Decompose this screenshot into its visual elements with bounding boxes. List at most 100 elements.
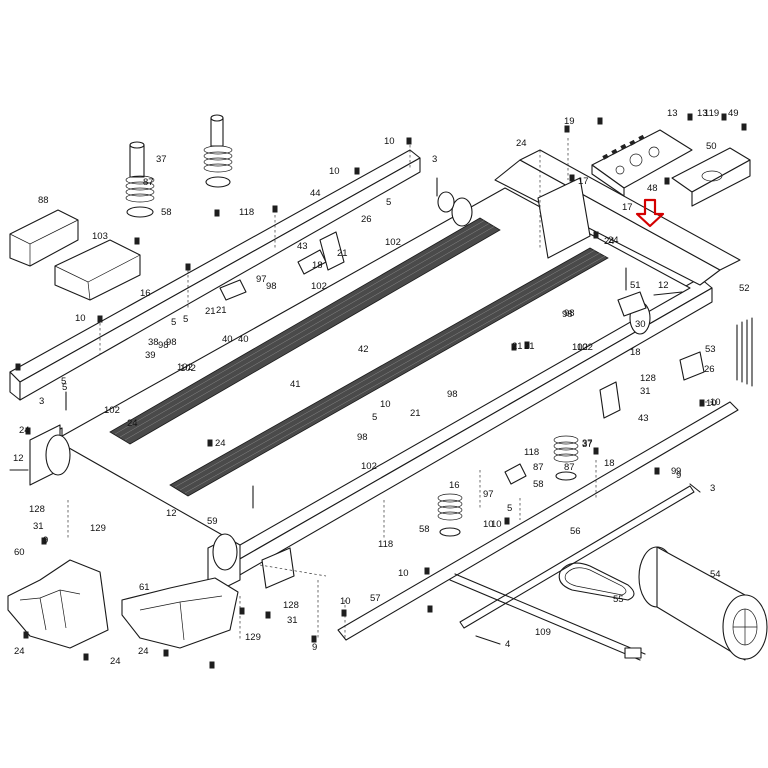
- part-label: 118: [524, 447, 539, 458]
- part-label: 55: [613, 594, 624, 605]
- part-label: 97: [483, 489, 494, 500]
- part-label: 10: [398, 568, 409, 579]
- part-label: 49: [728, 108, 739, 119]
- part-label: 58: [161, 207, 172, 218]
- spring-assembly-center: [437, 493, 463, 537]
- part-label: 118: [239, 207, 254, 218]
- part-label: 128: [283, 600, 299, 611]
- part-label: 54: [710, 569, 721, 580]
- part-label: 37: [156, 154, 167, 165]
- part-label: 102: [311, 281, 327, 292]
- part-label: 87: [533, 462, 544, 473]
- part-label: 102: [180, 363, 196, 374]
- part-label: 24: [127, 418, 138, 429]
- part-label: 102: [572, 342, 588, 353]
- part-label: 38: [148, 337, 159, 348]
- part-label: 26: [361, 214, 372, 225]
- part-label: 51: [630, 280, 641, 291]
- part-label: 40: [222, 334, 233, 345]
- part-label: 12: [658, 280, 669, 291]
- part-label: 21: [337, 248, 348, 259]
- part-label: 9: [312, 642, 317, 653]
- rear-shroud-60: [7, 559, 109, 649]
- part-label: 53: [705, 344, 716, 355]
- part-label: 4: [505, 639, 510, 650]
- part-label: 97: [256, 274, 267, 285]
- part-label: 58: [533, 479, 544, 490]
- part-label: 10: [384, 136, 395, 147]
- hood-cover-88: [9, 209, 79, 267]
- part-label: 21: [524, 341, 535, 352]
- part-label: 98: [562, 309, 573, 320]
- part-label: 9: [676, 466, 681, 477]
- part-label: 128: [29, 504, 45, 515]
- part-label: 102: [104, 405, 120, 416]
- part-label: 10: [329, 166, 340, 177]
- part-label: 109: [535, 627, 551, 638]
- part-label: 10: [483, 519, 494, 530]
- part-label: 21: [410, 408, 421, 419]
- part-label: 17: [578, 176, 589, 187]
- part-label: 103: [92, 231, 108, 242]
- part-label: 31: [33, 521, 44, 532]
- part-label: 12: [166, 508, 177, 519]
- part-label: 16: [140, 288, 151, 299]
- part-label: 24: [604, 236, 615, 247]
- part-label: 24: [516, 138, 527, 149]
- part-label: 50: [706, 141, 717, 152]
- part-label: 43: [638, 413, 649, 424]
- part-label: 16: [449, 480, 460, 491]
- part-label: 5: [372, 412, 377, 423]
- part-label: 48: [647, 183, 658, 194]
- part-label: 5: [62, 382, 67, 393]
- part-label: 5: [386, 197, 391, 208]
- part-label: 3: [710, 483, 715, 494]
- part-label: 60: [14, 547, 25, 558]
- part-label: 10: [380, 399, 391, 410]
- part-label: 24: [19, 425, 30, 436]
- part-label: 5: [507, 503, 512, 514]
- incline-tube-57: [337, 401, 739, 641]
- part-label: 87: [143, 177, 154, 188]
- part-label: 3: [432, 154, 437, 165]
- part-label: 18: [312, 260, 323, 271]
- part-label: 98: [447, 389, 458, 400]
- part-label: 31: [287, 615, 298, 626]
- part-label: 58: [419, 524, 430, 535]
- part-label: 56: [570, 526, 581, 537]
- part-label: 102: [177, 362, 193, 373]
- part-label: 52: [739, 283, 750, 294]
- part-label: 5: [171, 317, 176, 328]
- part-label: 37: [582, 438, 593, 449]
- part-label: 128: [640, 373, 656, 384]
- part-label: 10: [491, 519, 502, 530]
- part-label: 9: [671, 466, 676, 477]
- part-label: 98: [266, 281, 277, 292]
- part-label: 98: [564, 308, 575, 319]
- part-label: 98: [166, 337, 177, 348]
- part-label: 26: [704, 364, 715, 375]
- part-label: 21: [216, 305, 227, 316]
- part-label: 118: [378, 539, 393, 550]
- part-label: 24: [138, 646, 149, 657]
- part-label: 102: [361, 461, 377, 472]
- part-label: 88: [38, 195, 49, 206]
- part-label: 10: [340, 596, 351, 607]
- hood-cover-103: [54, 239, 141, 301]
- part-label: 40: [238, 334, 249, 345]
- part-label: 24: [14, 646, 25, 657]
- part-label: 9: [676, 470, 681, 481]
- part-label: 3: [39, 396, 44, 407]
- part-label: 18: [604, 458, 615, 469]
- controller-board: [591, 129, 693, 197]
- drive-motor-54: [638, 546, 768, 661]
- part-label: 9: [43, 535, 48, 546]
- part-label: 98: [158, 340, 169, 351]
- motor-bracket-50: [671, 147, 751, 207]
- part-label: 30: [635, 319, 646, 330]
- part-label: 43: [297, 241, 308, 252]
- part-label: 24: [110, 656, 121, 667]
- part-label: 19: [564, 116, 575, 127]
